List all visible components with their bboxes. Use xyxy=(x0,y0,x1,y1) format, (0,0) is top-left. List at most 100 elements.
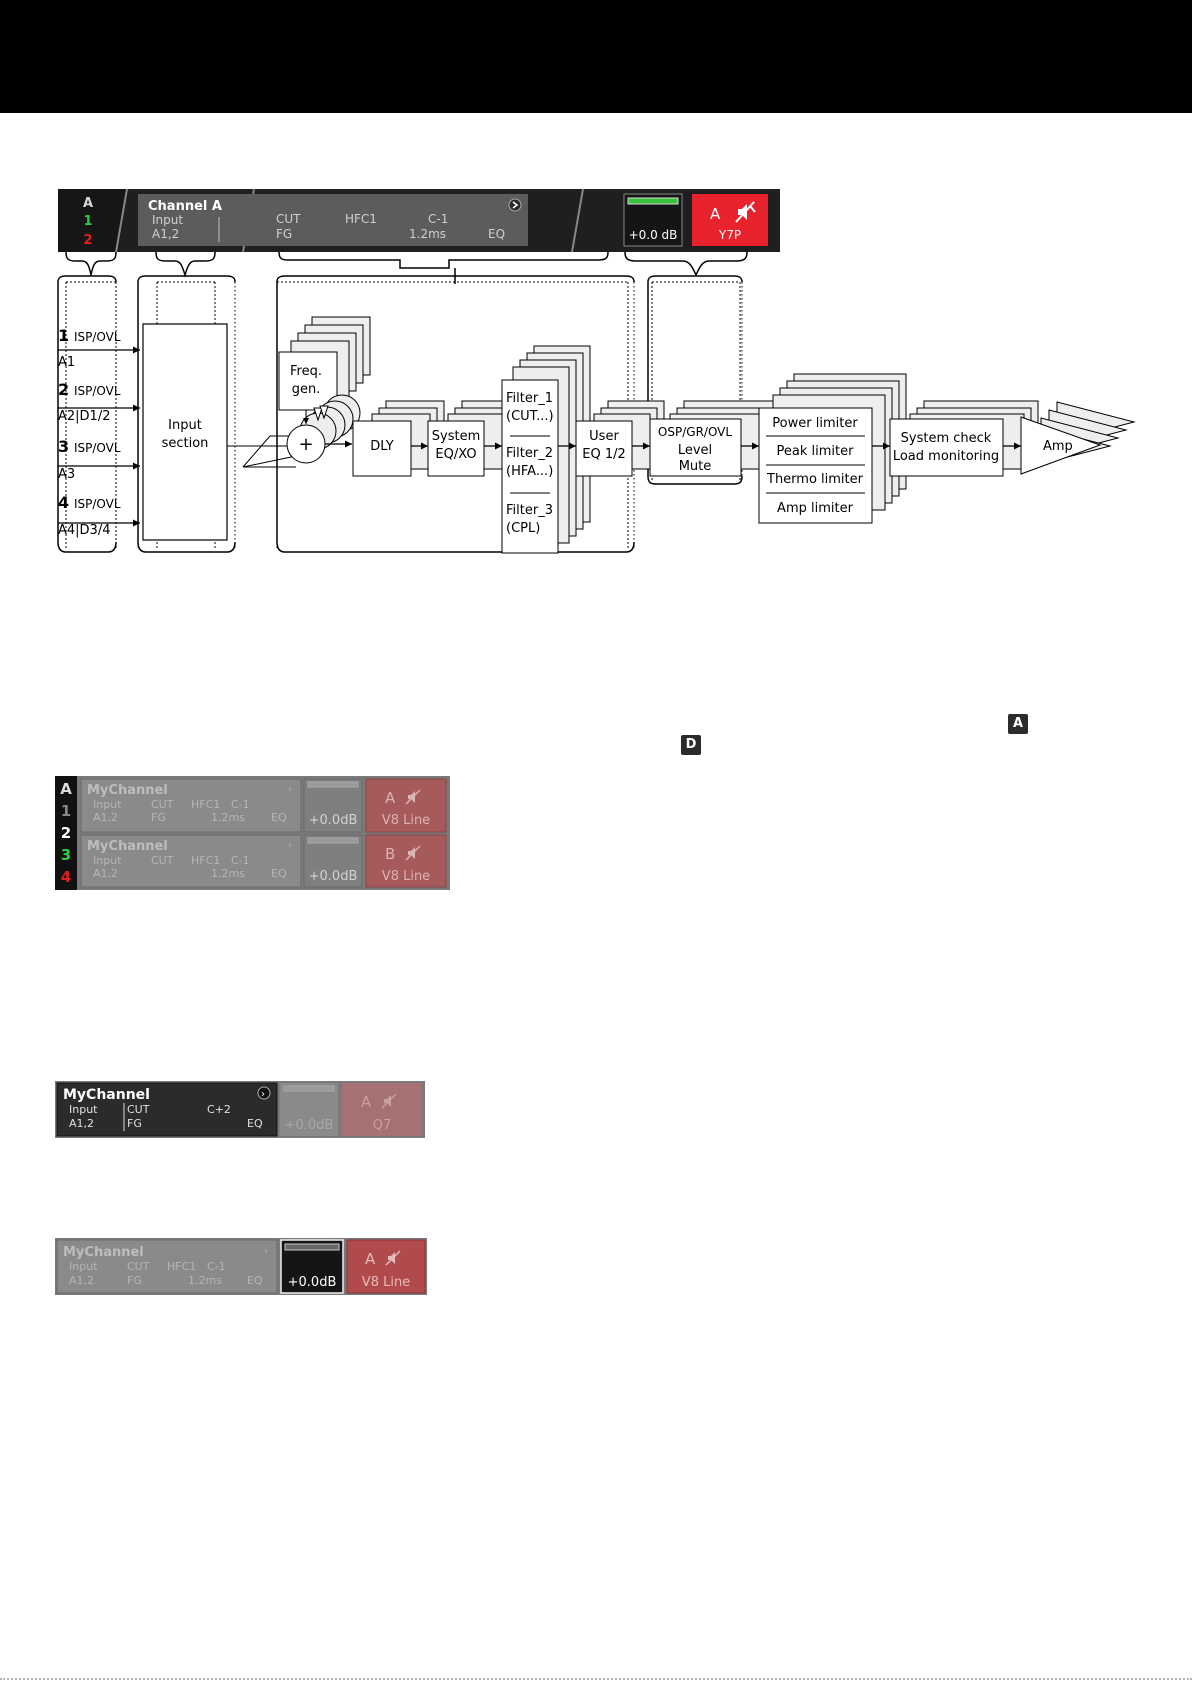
svg-text:Filter_2: Filter_2 xyxy=(506,446,553,461)
svg-text:EQ: EQ xyxy=(271,811,287,824)
input-2-indicator: 2 xyxy=(83,233,92,248)
svg-text:Freq.: Freq. xyxy=(290,364,322,379)
svg-text:CUT: CUT xyxy=(127,1103,150,1116)
input-label: Input xyxy=(152,213,183,227)
channel-strip: A 1 2 Channel A Input A1,2 CUT FG HFC1 C… xyxy=(58,188,780,253)
delay-block: DLY xyxy=(352,400,445,477)
svg-text:MyChannel: MyChannel xyxy=(87,783,168,798)
input-value: A1,2 xyxy=(152,227,179,241)
chevron-right-icon: › xyxy=(264,1246,268,1257)
speaker-muted-icon xyxy=(735,201,756,223)
speaker-muted-icon xyxy=(385,1250,401,1266)
svg-text:A1,2: A1,2 xyxy=(93,867,118,880)
svg-text:EQ: EQ xyxy=(247,1117,263,1130)
chevron-right-icon: › xyxy=(288,784,292,795)
svg-text:ISP/OVL: ISP/OVL xyxy=(74,441,121,455)
svg-text:Level: Level xyxy=(678,443,712,458)
svg-text:2: 2 xyxy=(61,824,71,842)
svg-text:C-1: C-1 xyxy=(207,1260,226,1273)
channel-row-a: MyChannel Input A1,2 CUT FG HFC1 C-1 1.2… xyxy=(80,778,447,833)
svg-text:System check: System check xyxy=(901,431,992,446)
svg-text:(HFA...): (HFA...) xyxy=(506,464,553,479)
svg-text:A: A xyxy=(365,1250,376,1268)
svg-text:4: 4 xyxy=(58,493,69,512)
svg-text:MyChannel: MyChannel xyxy=(63,1087,150,1103)
svg-text:HFC1: HFC1 xyxy=(167,1260,196,1273)
channel-letter: A xyxy=(83,196,93,211)
level-value: +0.0 dB xyxy=(629,228,678,242)
eq-label: EQ xyxy=(488,227,505,241)
svg-text:V8 Line: V8 Line xyxy=(382,869,430,884)
svg-text:Load monitoring: Load monitoring xyxy=(893,449,999,464)
speaker-muted-icon xyxy=(381,1093,397,1109)
svg-text:EQ: EQ xyxy=(271,867,287,880)
svg-text:MyChannel: MyChannel xyxy=(63,1245,144,1260)
limiters-block: Power limiter Peak limiter Thermo limite… xyxy=(758,373,907,524)
svg-text:System: System xyxy=(432,429,480,444)
svg-text:EQ/XO: EQ/XO xyxy=(435,447,476,462)
svg-text:2: 2 xyxy=(58,380,69,399)
svg-text:HFC1: HFC1 xyxy=(191,854,220,867)
svg-text:+0.0dB: +0.0dB xyxy=(309,813,358,828)
svg-text:(CPL): (CPL) xyxy=(506,521,540,536)
osp-level-mute-block: OSP/GR/OVL Level Mute xyxy=(649,400,774,477)
speaker-muted-icon xyxy=(405,845,421,861)
chevron-right-icon xyxy=(508,198,522,212)
amp-block: Amp xyxy=(1020,401,1136,475)
svg-text:EQ 1/2: EQ 1/2 xyxy=(582,447,626,462)
freq-gen-block: Freq. gen. xyxy=(278,316,371,411)
svg-text:1.2ms: 1.2ms xyxy=(211,811,245,824)
braces xyxy=(65,251,748,284)
svg-text:A4|D3/4: A4|D3/4 xyxy=(58,523,110,538)
cut-value: FG xyxy=(276,227,292,241)
svg-text:Filter_1: Filter_1 xyxy=(506,391,553,406)
svg-text:1.2ms: 1.2ms xyxy=(211,867,245,880)
svg-text:(CUT...): (CUT...) xyxy=(506,409,554,424)
hfc-label: HFC1 xyxy=(345,212,377,226)
svg-text:4: 4 xyxy=(61,868,71,886)
input-1-indicator: 1 xyxy=(83,214,92,229)
mute-button[interactable] xyxy=(692,194,768,246)
processing-summary-panel[interactable] xyxy=(240,194,528,246)
svg-text:FG: FG xyxy=(127,1117,142,1130)
svg-text:A1,2: A1,2 xyxy=(69,1274,94,1287)
svg-text:A1,2: A1,2 xyxy=(93,811,118,824)
svg-text:CUT: CUT xyxy=(151,798,174,811)
svg-text:User: User xyxy=(589,429,619,444)
svg-text:Q7: Q7 xyxy=(373,1118,392,1133)
svg-text:A2|D1/2: A2|D1/2 xyxy=(58,409,110,424)
svg-text:Input: Input xyxy=(168,418,202,433)
svg-text:A: A xyxy=(60,780,72,798)
svg-text:+0.0dB: +0.0dB xyxy=(288,1275,337,1290)
svg-text:Amp limiter: Amp limiter xyxy=(777,501,854,516)
svg-text:CUT: CUT xyxy=(151,854,174,867)
svg-text:EQ: EQ xyxy=(247,1274,263,1287)
svg-text:3: 3 xyxy=(61,846,71,864)
svg-text:FG: FG xyxy=(127,1274,142,1287)
svg-text:Input: Input xyxy=(69,1103,98,1116)
svg-text:V8 Line: V8 Line xyxy=(362,1275,410,1290)
input-list: 1 ISP/OVL A1 2 ISP/OVL A2|D1/2 3 ISP/OVL… xyxy=(58,326,140,538)
channel-name-selected-example: MyChannel Input A1,2 CUT FG C+2 EQ › +0.… xyxy=(55,1081,425,1138)
svg-text:Power limiter: Power limiter xyxy=(772,416,858,431)
user-eq-block: User EQ 1/2 xyxy=(575,400,665,477)
page-footer-rule xyxy=(0,1678,1192,1680)
chevron-right-icon: › xyxy=(261,1089,265,1100)
svg-text:1: 1 xyxy=(61,802,71,820)
delay-label: C-1 xyxy=(428,212,448,226)
svg-text:section: section xyxy=(162,436,209,451)
svg-text:V8 Line: V8 Line xyxy=(382,813,430,828)
two-channel-example: A 1 2 3 4 MyChannel Input A1,2 CUT FG HF… xyxy=(55,776,450,890)
mute-channel-letter: A xyxy=(710,205,721,223)
svg-text:gen.: gen. xyxy=(292,382,321,397)
input-status: ISP/OVL xyxy=(74,330,121,344)
level-meter xyxy=(627,197,679,205)
svg-text:ISP/OVL: ISP/OVL xyxy=(74,384,121,398)
summing-junction: + xyxy=(286,394,361,464)
channel-name-panel[interactable] xyxy=(138,194,250,246)
svg-text:1.2ms: 1.2ms xyxy=(188,1274,222,1287)
svg-text:A1,2: A1,2 xyxy=(69,1117,94,1130)
speaker-muted-icon xyxy=(405,789,421,805)
svg-text:A: A xyxy=(361,1093,372,1111)
badge-d: D xyxy=(681,735,701,755)
